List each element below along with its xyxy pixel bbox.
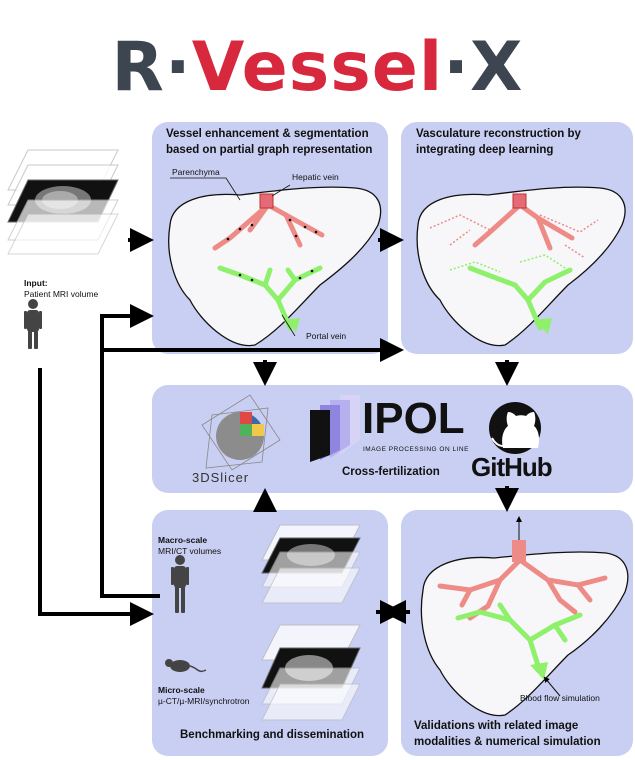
validation-caption-line2: modalities & numerical simulation <box>414 736 601 748</box>
slicer-label: 3DSlicer <box>192 470 250 485</box>
macro-label: Macro-scale <box>158 535 208 545</box>
flow-arrows <box>38 228 519 626</box>
macro-sublabel: MRI/CT volumes <box>158 546 222 556</box>
micro-label: Micro-scale <box>158 685 205 695</box>
ipol-logo <box>310 395 360 462</box>
reconstruction-title-line1: Vasculature reconstruction by <box>416 128 581 140</box>
mouse-icon <box>165 659 207 673</box>
macro-human-icon <box>171 555 189 613</box>
segmentation-title-line2: based on partial graph representation <box>166 144 373 156</box>
github-icon <box>489 402 541 454</box>
micro-sublabel: µ-CT/µ-MRI/synchrotron <box>158 696 250 706</box>
portal-vein-label: Portal vein <box>306 331 347 341</box>
ipol-sublabel: IMAGE PROCESSING ON LINE <box>363 446 469 453</box>
ipol-label: IPOL <box>362 394 465 443</box>
github-label: GitHub <box>471 452 553 482</box>
validation-liver <box>420 516 629 717</box>
micro-stack <box>261 624 361 721</box>
benchmark-caption: Benchmarking and dissemination <box>180 729 365 741</box>
logo-vessel: Vessel <box>191 28 444 107</box>
segmentation-title: Vessel enhancement & segmentation based … <box>166 126 372 158</box>
validation-caption-line1: Validations with related image <box>414 720 579 732</box>
hepatic-vein-label: Hepatic vein <box>292 172 339 182</box>
reconstruction-title: Vasculature reconstruction by integratin… <box>416 126 581 158</box>
segmentation-title-line1: Vessel enhancement & segmentation <box>166 128 369 140</box>
validation-caption: Validations with related image modalitie… <box>414 718 601 750</box>
input-mri-stack <box>7 149 119 255</box>
logo-r: R <box>111 28 165 107</box>
reconstruction-title-line2: integrating deep learning <box>416 144 554 156</box>
reconstruction-liver <box>416 186 626 347</box>
logo-x: X <box>470 28 524 107</box>
patient-icon <box>24 299 42 349</box>
parenchyma-label: Parenchyma <box>172 167 220 177</box>
macro-stack <box>261 524 361 604</box>
input-label: Input: <box>24 278 48 288</box>
cross-caption: Cross-fertilization <box>342 466 440 478</box>
slicer-logo <box>201 394 281 471</box>
project-logo: R·Vessel·X <box>0 28 635 107</box>
input-sublabel: Patient MRI volume <box>24 289 99 299</box>
logo-dot-1: · <box>164 28 192 107</box>
logo-dot-2: · <box>443 28 471 107</box>
segmentation-liver <box>168 177 382 347</box>
blood-flow-label: Blood flow simulation <box>520 693 600 703</box>
